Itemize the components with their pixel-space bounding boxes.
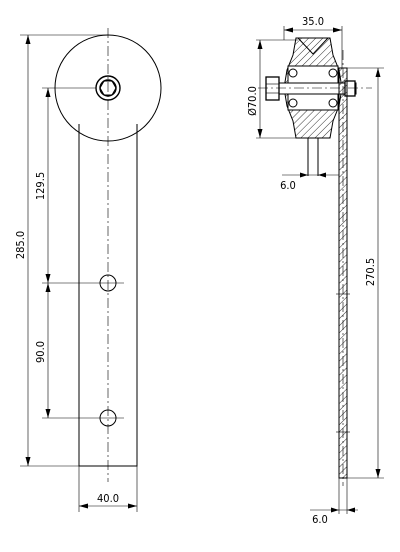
dim-label-total-height: 285.0 — [14, 231, 27, 259]
bearing-ball — [328, 98, 338, 108]
arrow — [79, 503, 88, 509]
bearing-ball — [288, 98, 298, 108]
bearing-ball — [288, 68, 298, 78]
arrow — [347, 507, 355, 513]
dim-label-wheel-diameter: Ø70.0 — [246, 86, 259, 116]
dim-label-thickness-top: 6.0 — [280, 179, 296, 192]
bearing-ball — [328, 68, 338, 78]
bolt-head — [265, 76, 280, 101]
arrow — [128, 503, 137, 509]
arrow — [45, 274, 51, 283]
hub-nut — [99, 80, 117, 96]
arrow — [45, 409, 51, 418]
dim-label-wheel-width: 35.0 — [302, 15, 324, 28]
arrow — [257, 40, 263, 49]
arrow — [284, 27, 293, 33]
arrow — [318, 172, 326, 178]
dim-label-upper-spacing: 129.5 — [34, 172, 47, 200]
arrow — [375, 469, 381, 478]
arrow — [45, 88, 51, 97]
dim-label-hole-spacing: 90.0 — [34, 341, 47, 363]
arrow — [331, 507, 339, 513]
arrow — [25, 35, 31, 44]
arrow — [45, 283, 51, 292]
arrow — [375, 68, 381, 77]
arrow — [300, 172, 308, 178]
dim-label-thickness-bottom: 6.0 — [312, 513, 328, 526]
wheel-groove — [297, 37, 329, 55]
front-view: 285.0 129.5 90.0 40.0 — [14, 28, 162, 512]
arrow — [25, 457, 31, 466]
side-view: 35.0 Ø70.0 6.0 270.5 6.0 — [246, 15, 384, 526]
arrow — [257, 129, 263, 138]
dim-label-plate-width: 40.0 — [97, 492, 119, 505]
dim-label-side-height: 270.5 — [364, 258, 377, 286]
arrow — [333, 27, 342, 33]
